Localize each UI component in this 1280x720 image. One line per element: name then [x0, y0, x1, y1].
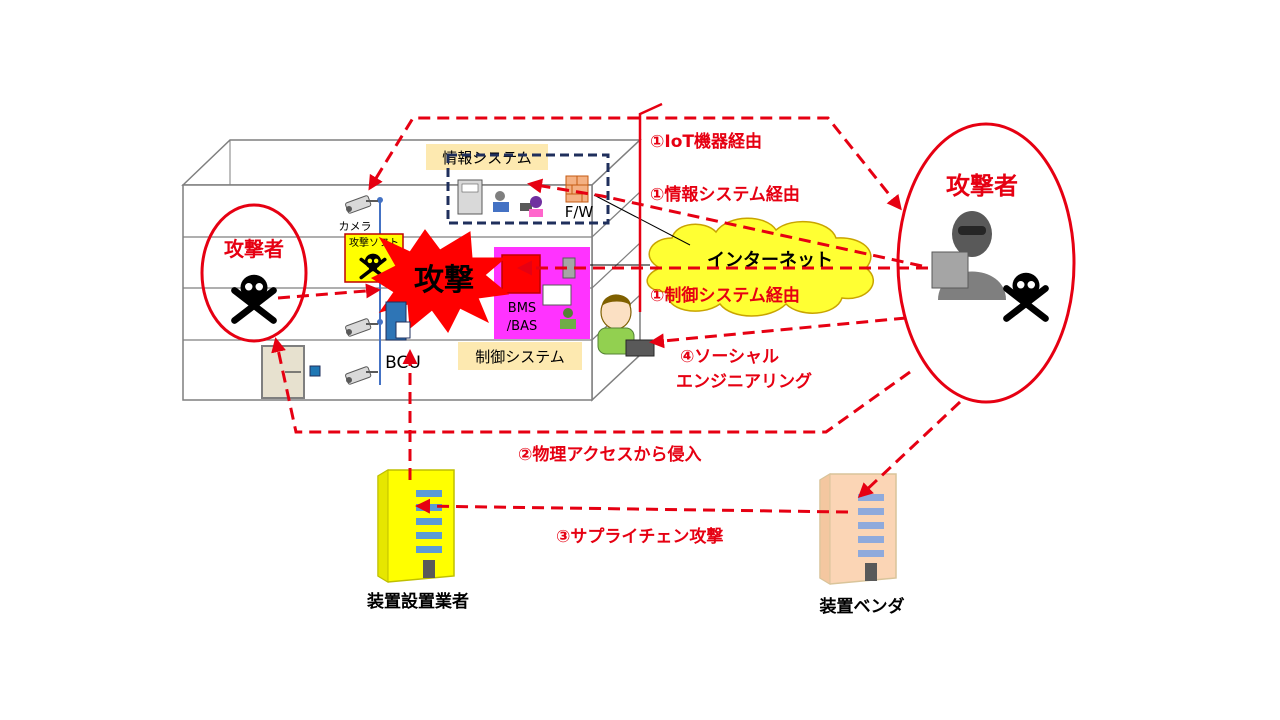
info-system-label: 情報システム [442, 149, 532, 167]
arrow-info-route [527, 178, 923, 268]
attacker-right-label: 攻撃者 [946, 172, 1018, 200]
employee-icon [597, 294, 655, 357]
boundary-line [638, 102, 663, 312]
user-body-icon [529, 209, 543, 217]
attack-label: 攻撃 [414, 263, 474, 298]
camera-label: カメラ [339, 220, 372, 233]
attacker-left-ellipse [200, 203, 308, 343]
info-system-label-box [426, 144, 548, 170]
arrow-iot-route [368, 116, 902, 211]
installer-label: 装置設置業者 [366, 591, 469, 612]
route-label-social-1: ④ソーシャル [680, 347, 779, 367]
arrow-social-route [649, 316, 907, 349]
vendor-building-icon [819, 473, 897, 585]
control-system-label: 制御システム [475, 348, 565, 366]
internet-label: インターネット [707, 250, 833, 271]
attacker-left: 攻撃者 [200, 203, 308, 343]
route-label-iot: ①IoT機器経由 [650, 131, 762, 152]
arrow-vendor-compromise [857, 400, 962, 499]
bas-label: /BAS [507, 319, 537, 334]
burst-shape [370, 229, 510, 333]
camera-icon [345, 366, 378, 385]
hacker-icon [931, 211, 1006, 300]
control-system: BMS /BAS 制御システム [458, 247, 590, 370]
card-reader [309, 365, 321, 377]
laptop-icon [625, 339, 655, 357]
skull-crossbones-icon [231, 274, 277, 324]
building-side [591, 138, 641, 402]
user-head-icon [495, 191, 505, 201]
firewall-label: F/W [565, 203, 594, 221]
laptop-icon [931, 251, 969, 289]
skull-crossbones-icon [1003, 272, 1049, 322]
camera-icon [345, 318, 378, 337]
monitor-icon [542, 284, 572, 306]
bcu-panel-icon [395, 321, 411, 339]
attacker-left-label: 攻撃者 [224, 237, 284, 261]
bms-controller-icon [501, 254, 541, 294]
vendor-label: 装置ベンダ [819, 596, 905, 617]
operator-head-icon [563, 308, 573, 318]
bcu-label: BCU [385, 353, 421, 373]
attack-burst: 攻撃 [370, 229, 510, 333]
user-body-icon [493, 202, 509, 212]
arrow-supply-chain [415, 498, 849, 514]
arrow-physical-route [271, 337, 911, 434]
skull-crossbones-icon [359, 253, 387, 280]
server-slot [461, 183, 479, 193]
attacker-right-ellipse [896, 122, 1076, 404]
operator-body-icon [560, 319, 576, 329]
route-label-physical: ②物理アクセスから侵入 [518, 444, 702, 465]
route-label-info: ①情報システム経由 [650, 184, 800, 205]
attack-arrows [271, 116, 962, 514]
control-system-label-box [458, 342, 582, 370]
arrow-inside-attack [277, 283, 381, 300]
route-label-control: ①制御システム経由 [650, 285, 800, 306]
installer-building-icon [377, 469, 455, 583]
user-head-icon [530, 196, 542, 208]
route-label-supply: ③サプライチェン攻撃 [556, 526, 723, 547]
firewall-icon [565, 175, 589, 203]
route-label-social-2: エンジニアリング [676, 371, 812, 392]
attacker-right: 攻撃者 [896, 122, 1076, 404]
bms-label: BMS [508, 301, 536, 316]
